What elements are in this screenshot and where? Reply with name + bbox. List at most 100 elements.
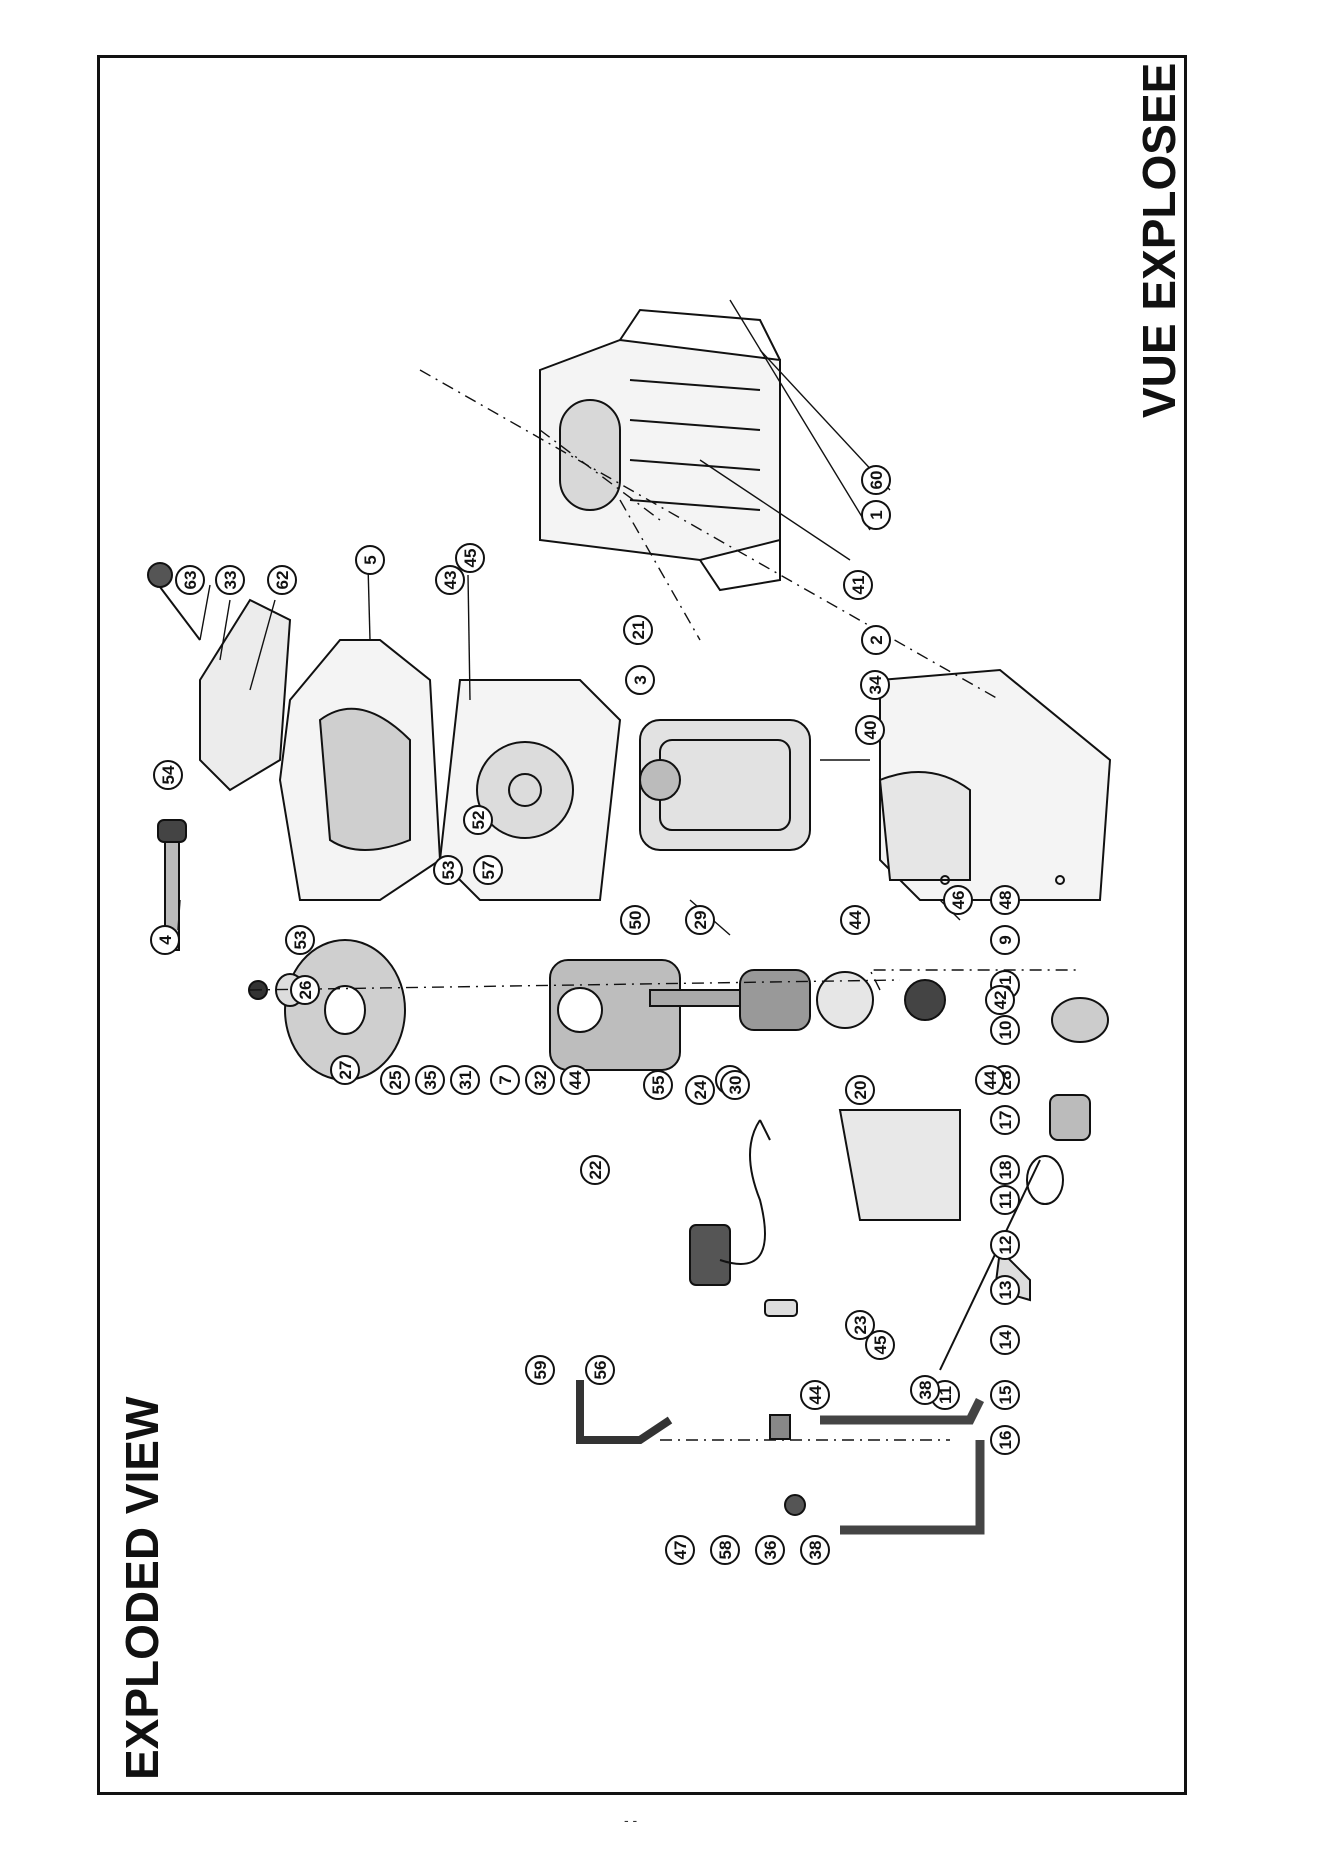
- part-number-label: 17: [996, 1111, 1015, 1130]
- part-callout-35: 35: [416, 1066, 444, 1094]
- part-number-label: 45: [461, 549, 480, 568]
- sensor-assembly-parts: [940, 998, 1108, 1370]
- title-exploded-view: EXPLODED VIEW: [115, 1397, 169, 1780]
- part-callout-32: 32: [526, 1066, 554, 1094]
- part-callout-33: 33: [216, 566, 244, 594]
- part-callout-4: 4: [151, 926, 179, 954]
- part-number-label: 23: [851, 1316, 870, 1335]
- part-number-label: 13: [996, 1281, 1015, 1300]
- part-number-label: 1: [867, 510, 886, 519]
- part-callout-55: 55: [644, 1071, 672, 1099]
- part-callout-25: 25: [381, 1066, 409, 1094]
- part-callout-15: 15: [991, 1381, 1019, 1409]
- part-number-label: 32: [531, 1071, 550, 1090]
- part-number-label: 24: [691, 1080, 710, 1099]
- part-number-label: 55: [649, 1076, 668, 1095]
- part-callout-21: 21: [624, 616, 652, 644]
- part-number-label: 33: [221, 571, 240, 590]
- part-callout-12: 12: [991, 1231, 1019, 1259]
- part-callout-38: 38: [801, 1536, 829, 1564]
- part-callout-11: 11: [991, 1186, 1019, 1214]
- part-number-label: 59: [531, 1361, 550, 1380]
- part-number-label: 31: [456, 1071, 475, 1090]
- part-number-label: 62: [273, 571, 292, 590]
- part-callout-17: 17: [991, 1106, 1019, 1134]
- part-number-label: 53: [291, 931, 310, 950]
- base-housing-part: [880, 670, 1110, 900]
- part-callout-7: 7: [491, 1066, 519, 1094]
- part-number-label: 18: [996, 1161, 1015, 1180]
- part-callout-41: 41: [844, 571, 872, 599]
- part-number-label: 46: [949, 891, 968, 910]
- part-callout-58: 58: [711, 1536, 739, 1564]
- part-callout-26: 26: [291, 976, 319, 1004]
- power-cord-part: [690, 1120, 770, 1285]
- part-number-label: 21: [629, 621, 648, 640]
- part-callout-38: 38: [911, 1376, 939, 1404]
- part-callout-31: 31: [451, 1066, 479, 1094]
- part-number-label: 25: [386, 1071, 405, 1090]
- part-number-label: 47: [671, 1541, 690, 1560]
- part-callout-48: 48: [991, 886, 1019, 914]
- armature-part: [650, 970, 873, 1030]
- part-number-label: 10: [996, 1021, 1015, 1040]
- part-callout-3: 3: [626, 666, 654, 694]
- part-number-label: 44: [846, 910, 865, 929]
- part-number-label: 40: [861, 721, 880, 740]
- part-number-label: 53: [439, 861, 458, 880]
- part-callout-53: 53: [286, 926, 314, 954]
- part-number-label: 58: [716, 1541, 735, 1560]
- part-callout-13: 13: [991, 1276, 1019, 1304]
- part-number-label: 15: [996, 1386, 1015, 1405]
- part-number-label: 22: [586, 1161, 605, 1180]
- part-callout-34: 34: [861, 671, 889, 699]
- upper-bracket-part: [148, 563, 290, 790]
- part-callout-2: 2: [862, 626, 890, 654]
- part-number-label: 41: [849, 576, 868, 595]
- part-number-label: 57: [479, 861, 498, 880]
- part-number-label: 4: [156, 935, 175, 945]
- part-number-label: 14: [996, 1330, 1015, 1349]
- part-callout-16: 16: [991, 1426, 1019, 1454]
- part-callout-14: 14: [991, 1326, 1019, 1354]
- part-number-label: 12: [996, 1236, 1015, 1255]
- part-callout-42: 42: [986, 986, 1014, 1014]
- part-callout-18: 18: [991, 1156, 1019, 1184]
- part-number-label: 38: [806, 1541, 825, 1560]
- part-number-label: 27: [336, 1061, 355, 1080]
- guard-shroud-part: [280, 640, 440, 900]
- part-callout-44: 44: [801, 1381, 829, 1409]
- part-number-label: 30: [726, 1076, 745, 1095]
- part-number-label: 38: [916, 1381, 935, 1400]
- part-callout-9: 9: [991, 926, 1019, 954]
- part-number-label: 35: [421, 1071, 440, 1090]
- part-number-label: 63: [181, 571, 200, 590]
- bearing-housing-part: [550, 960, 680, 1070]
- part-callout-44: 44: [561, 1066, 589, 1094]
- part-callout-44: 44: [976, 1066, 1004, 1094]
- part-callout-63: 63: [176, 566, 204, 594]
- part-number-label: 11: [996, 1191, 1015, 1209]
- part-callout-1: 1: [862, 501, 890, 529]
- part-callout-46: 46: [944, 886, 972, 914]
- part-number-label: 34: [866, 675, 885, 694]
- part-callout-52: 52: [464, 806, 492, 834]
- part-number-label: 2: [867, 635, 886, 644]
- part-callout-10: 10: [991, 1016, 1019, 1044]
- part-callout-30: 30: [721, 1071, 749, 1099]
- part-callout-20: 20: [846, 1076, 874, 1104]
- part-callout-24: 24: [686, 1076, 714, 1104]
- part-callout-36: 36: [756, 1536, 784, 1564]
- motor-housing-part: [540, 310, 780, 590]
- part-callout-53: 53: [434, 856, 462, 884]
- part-number-label: 36: [761, 1541, 780, 1560]
- part-callout-45: 45: [456, 544, 484, 572]
- part-number-label: 50: [626, 911, 645, 930]
- part-callout-59: 59: [526, 1356, 554, 1384]
- part-number-label: 16: [996, 1431, 1015, 1450]
- part-callout-45: 45: [866, 1331, 894, 1359]
- part-callout-54: 54: [154, 761, 182, 789]
- part-number-label: 54: [159, 765, 178, 784]
